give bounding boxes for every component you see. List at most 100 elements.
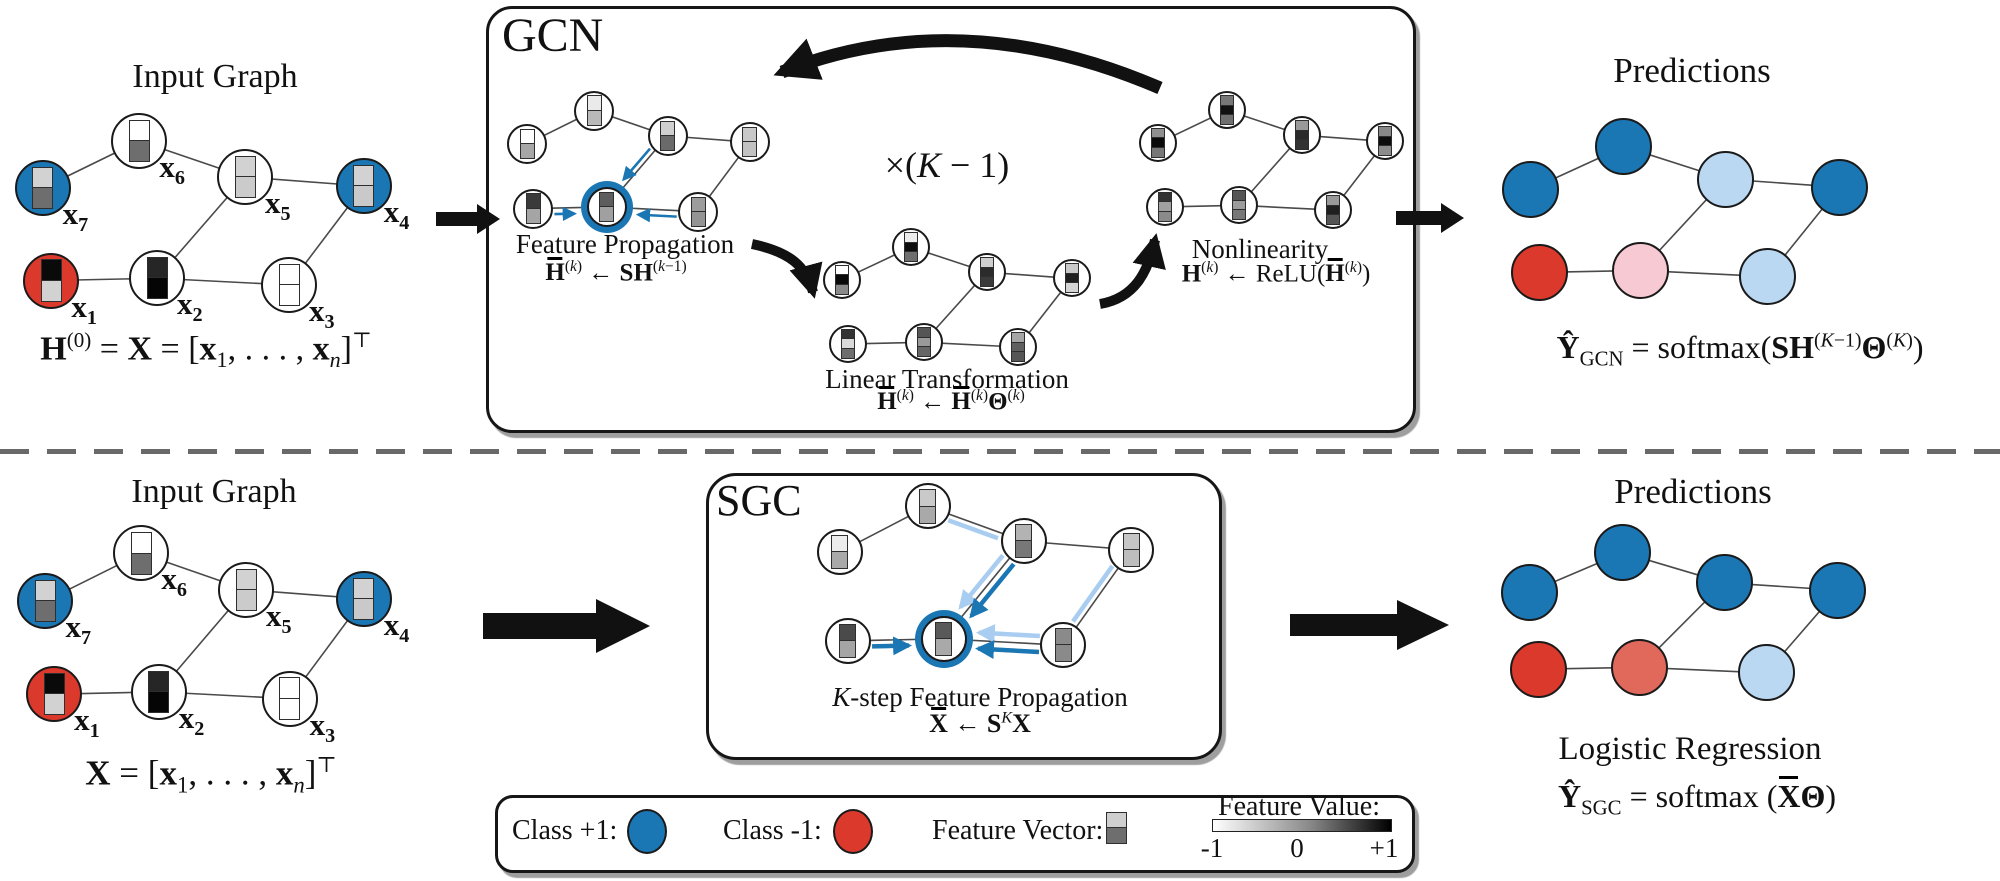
input-graph-bottom-title: Input Graph xyxy=(131,473,297,510)
gcn-linear-transformation-graph-node-x1-feature-cell xyxy=(840,347,855,359)
sgc-output-formula: ŶSGC = softmax (XΘ) xyxy=(1557,776,1837,820)
input-graph-bottom-node-label-x5: x5 xyxy=(266,597,292,638)
sgc-propagation-graph-node-x4 xyxy=(1108,526,1155,573)
flow-arrow-3 xyxy=(483,599,650,653)
gcn-feature-propagation-graph-node-x4 xyxy=(729,122,770,163)
predictions-graph-bottom-node-x7 xyxy=(1501,563,1559,621)
gcn-nonlinearity-graph-node-x3 xyxy=(1313,191,1352,230)
gcn-linear-transformation-graph-node-x7-feature-cell xyxy=(834,283,849,295)
sgc-propagation-graph-prop-arrow-x3-x2 xyxy=(975,640,1040,659)
feature-value-gradient-bar xyxy=(1212,819,1392,832)
input-graph-bottom-node-x2 xyxy=(130,663,187,720)
legend-class-pos-label: Class +1: xyxy=(512,815,618,846)
gcn-feature-propagation-graph-node-x1 xyxy=(513,188,554,229)
input-graph-bottom-node-label-x7: x7 xyxy=(65,609,92,650)
sgc-propagation-graph-node-x2-feature-cell xyxy=(935,621,953,640)
sgc-propagation-graph-node-x1-feature-cell xyxy=(839,623,857,642)
gcn-title: GCN xyxy=(502,9,604,62)
input-graph-top-node-label-x1: x1 xyxy=(71,288,97,329)
input-graph-top-node-label-x6: x6 xyxy=(159,149,185,190)
kstep-propagation-formula: X ← SKX xyxy=(929,707,1031,738)
legend-feature-vector-label: Feature Vector: xyxy=(932,815,1104,846)
nonlinearity-formula: H(k) ← ReLU(H(k)) xyxy=(1181,258,1371,288)
gcn-feature-propagation-graph-node-x3-feature-cell xyxy=(690,210,706,227)
gcn-nonlinearity-graph-node-x5-feature-cell xyxy=(1294,139,1309,151)
gcn-nonlinearity-graph-node-x6 xyxy=(1207,91,1246,130)
gcn-feature-propagation-graph-node-x5 xyxy=(647,115,688,156)
feature-propagation-label: Feature Propagation xyxy=(515,229,735,259)
sgc-title: SGC xyxy=(716,476,802,525)
gcn-feature-propagation-graph-node-x1-feature-cell xyxy=(525,207,541,224)
predictions-graph-top-node-x1 xyxy=(1510,243,1568,301)
kstep-propagation-label: K-step Feature Propagation xyxy=(832,682,1128,712)
gcn-linear-transformation-graph-node-x2 xyxy=(904,323,943,362)
input-graph-top-node-x5-feature-cell xyxy=(234,155,256,178)
input-graph-bottom-node-x3-feature-cell xyxy=(279,677,301,700)
input-graph-bottom-node-x7-feature-cell xyxy=(34,579,56,602)
input-graph-top-node-label-x2: x2 xyxy=(177,286,203,327)
feature-vector-glyph-cell xyxy=(1106,827,1127,845)
input-graph-bottom-node-x6-feature-cell xyxy=(130,532,152,555)
sgc-propagation-graph-node-x3 xyxy=(1040,622,1087,669)
sgc-propagation-graph-node-x4-feature-cell xyxy=(1122,549,1140,567)
input-graph-bottom-node-label-x4: x4 xyxy=(383,606,410,647)
input-bottom-formula: X = [x1, . . . , xn]⊤ xyxy=(85,753,337,798)
input-graph-bottom-node-x7 xyxy=(17,573,74,630)
sgc-propagation-graph-node-x1-feature-cell xyxy=(839,640,857,659)
gcn-linear-transformation-graph-node-x4 xyxy=(1052,259,1091,298)
sgc-propagation-graph-node-x5-feature-cell xyxy=(1015,523,1032,542)
gcn-linear-transformation-graph-node-x2-feature-cell xyxy=(916,346,931,358)
logistic-regression-label: Logistic Regression xyxy=(1558,731,1822,767)
sgc-propagation-graph-node-x7-feature-cell xyxy=(831,551,849,570)
feature-value-max-label: +1 xyxy=(1369,833,1399,863)
predictions-graph-top-node-x2 xyxy=(1612,241,1670,299)
input-graph-top-node-x1-feature-cell xyxy=(40,279,62,302)
gcn-nonlinearity-graph-node-x1 xyxy=(1145,187,1184,226)
input-graph-top-node-label-x4: x4 xyxy=(383,194,410,235)
gcn-output-formula: ŶGCN = softmax(SH(K−1)Θ(K)) xyxy=(1556,329,1924,371)
gcn-linear-transformation-graph-node-x7 xyxy=(822,260,861,299)
predictions-graph-bottom-node-x6 xyxy=(1594,524,1652,582)
input-graph-top-title: Input Graph xyxy=(132,58,298,95)
gcn-feature-propagation-graph-node-x7-feature-cell xyxy=(519,142,535,159)
linear-transformation-label: Linear Transformation xyxy=(825,364,1069,394)
input-graph-top-node-x7-feature-cell xyxy=(32,187,54,210)
gcn-nonlinearity-graph-node-x2 xyxy=(1220,186,1259,225)
sgc-propagation-graph-node-x4-feature-cell xyxy=(1122,532,1140,551)
input-graph-top-node-x2 xyxy=(129,250,185,307)
flow-arrow-1 xyxy=(436,204,500,234)
input-graph-top-node-x5-feature-cell xyxy=(234,176,256,199)
input-graph-top-node-x4-feature-cell xyxy=(353,185,375,208)
sgc-propagation-graph-prop-arrow-x5-x2 xyxy=(969,562,1016,619)
gcn-feature-propagation-graph-node-x6 xyxy=(574,90,615,131)
predictions-graph-bottom-node-x1 xyxy=(1509,640,1567,698)
gcn-nonlinearity-graph-node-x1-feature-cell xyxy=(1157,210,1172,222)
input-graph-bottom-node-x1 xyxy=(26,666,83,723)
input-graph-top-node-label-x7: x7 xyxy=(62,196,89,237)
input-graph-top-node-x7 xyxy=(14,160,71,217)
predictions-graph-top-node-x5 xyxy=(1697,150,1754,208)
predictions-graph-bottom-node-x2 xyxy=(1611,638,1669,696)
input-graph-bottom-node-x7-feature-cell xyxy=(34,600,56,623)
gcn-cycle-arrow-2 xyxy=(750,239,823,299)
input-graph-bottom-node-x5 xyxy=(218,561,274,618)
gcn-linear-transformation-graph-node-x5 xyxy=(967,253,1006,292)
predictions-graph-bottom-node-x5 xyxy=(1695,554,1753,612)
input-graph-top-node-x6-feature-cell xyxy=(128,119,150,142)
input-graph-top-node-label-x3: x3 xyxy=(309,293,335,334)
gcn-nonlinearity-graph-node-x6-feature-cell xyxy=(1219,114,1234,126)
gcn-linear-transformation-graph-node-x3-feature-cell xyxy=(1011,350,1025,362)
sgc-propagation-graph-node-x2-feature-cell xyxy=(935,637,953,656)
flow-arrow-4 xyxy=(1290,600,1449,650)
legend-class-neg-label: Class -1: xyxy=(723,815,822,846)
predictions-graph-top-node-x3 xyxy=(1739,248,1797,306)
input-graph-bottom-node-label-x3: x3 xyxy=(309,706,336,747)
gcn-feature-propagation-graph-prop-arrow-x5-x2 xyxy=(622,147,652,182)
input-graph-bottom-node-x2-feature-cell xyxy=(148,691,170,714)
input-graph-bottom-node-x5-feature-cell xyxy=(235,568,257,591)
sgc-propagation-graph-node-x7 xyxy=(816,528,863,575)
gcn-linear-transformation-graph-node-x5-feature-cell xyxy=(979,276,994,288)
input-graph-bottom-node-x4-feature-cell xyxy=(353,598,375,620)
input-graph-top-node-x2-feature-cell xyxy=(146,277,168,300)
sgc-propagation-graph-node-x1 xyxy=(824,617,871,664)
